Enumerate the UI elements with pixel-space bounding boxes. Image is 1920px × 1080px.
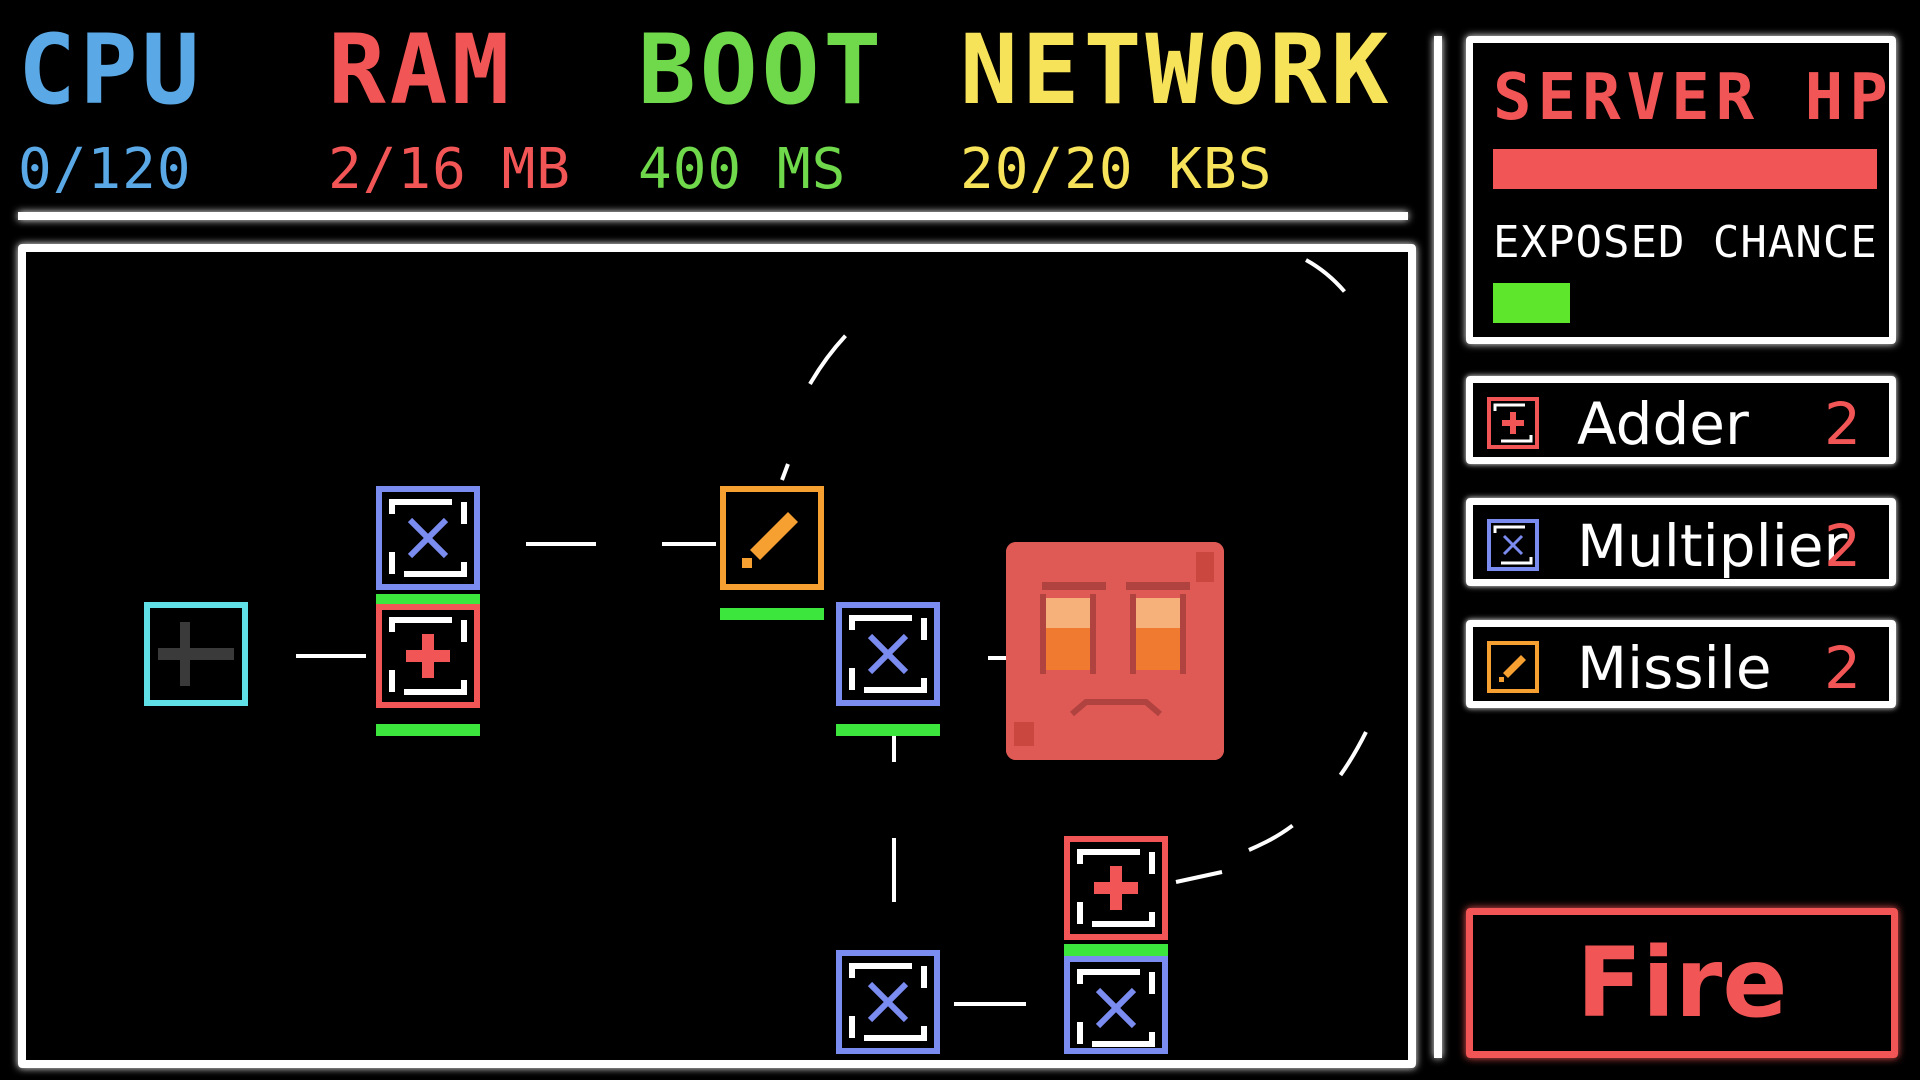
- cpu-value: 0/120: [18, 137, 192, 202]
- boot-stat: BOOT 400 MS: [638, 20, 885, 202]
- server-hp-label: SERVER HP: [1493, 61, 1894, 135]
- multiplier-icon: [389, 499, 467, 577]
- multiplier-node[interactable]: [836, 950, 940, 1054]
- exposed-chance-label: EXPOSED CHANCE: [1493, 217, 1878, 268]
- node-progress-bar: [376, 724, 480, 736]
- node-progress-bar: [376, 594, 480, 606]
- adder-node[interactable]: [376, 604, 480, 708]
- node-progress-bar: [720, 608, 824, 620]
- inventory-item-name: Adder: [1577, 390, 1749, 458]
- node-progress-bar: [1064, 944, 1168, 956]
- panel-divider: [1434, 36, 1442, 1058]
- network-value: 20/20 KBS: [960, 137, 1273, 202]
- node-progress-bar: [836, 724, 940, 736]
- connection-lines: [296, 258, 1373, 1006]
- inventory-item-multiplier[interactable]: Multiplier 2: [1466, 498, 1896, 586]
- ram-stat: RAM 2/16 MB: [328, 20, 571, 202]
- inventory-item-count: 2: [1824, 634, 1861, 702]
- header-divider: [18, 212, 1408, 220]
- missile-icon: [1487, 641, 1539, 693]
- adder-icon: [1487, 397, 1539, 449]
- missile-node[interactable]: [720, 486, 824, 590]
- ram-value: 2/16 MB: [328, 137, 572, 202]
- cpu-label: CPU: [18, 14, 204, 126]
- inventory-item-missile[interactable]: Missile 2: [1466, 620, 1896, 708]
- inventory-item-name: Missile: [1577, 634, 1772, 702]
- network-label: NETWORK: [960, 14, 1393, 126]
- inventory-item-count: 2: [1824, 512, 1861, 580]
- cpu-stat: CPU 0/120: [18, 20, 203, 202]
- circuit-board[interactable]: [18, 244, 1416, 1068]
- server-hp-bar: [1493, 149, 1877, 189]
- adder-icon: [1077, 849, 1155, 927]
- adder-node[interactable]: [1064, 836, 1168, 940]
- inventory-item-adder[interactable]: Adder 2: [1466, 376, 1896, 464]
- multiplier-node[interactable]: [1064, 956, 1168, 1054]
- fire-button[interactable]: Fire: [1466, 908, 1898, 1058]
- multiplier-icon: [849, 615, 927, 693]
- multiplier-node[interactable]: [836, 602, 940, 706]
- server-enemy-face[interactable]: [1006, 542, 1224, 760]
- inventory-item-count: 2: [1824, 390, 1861, 458]
- adder-icon: [389, 617, 467, 695]
- multiplier-node[interactable]: [376, 486, 480, 590]
- server-status-panel: SERVER HP EXPOSED CHANCE: [1466, 36, 1896, 344]
- inventory-item-name: Multiplier: [1577, 512, 1848, 580]
- multiplier-icon: [1077, 969, 1155, 1047]
- multiplier-icon: [1487, 519, 1539, 571]
- boot-label: BOOT: [638, 14, 886, 126]
- source-node[interactable]: [144, 602, 248, 706]
- server-hp-track: [1493, 149, 1877, 189]
- network-stat: NETWORK 20/20 KBS: [960, 20, 1393, 202]
- source-icon: [158, 622, 234, 686]
- angry-face-icon: [1006, 542, 1224, 760]
- multiplier-icon: [849, 963, 927, 1041]
- missile-icon: [742, 512, 798, 568]
- exposed-chance-bar: [1493, 283, 1570, 323]
- ram-label: RAM: [328, 14, 514, 126]
- boot-value: 400 MS: [638, 137, 847, 202]
